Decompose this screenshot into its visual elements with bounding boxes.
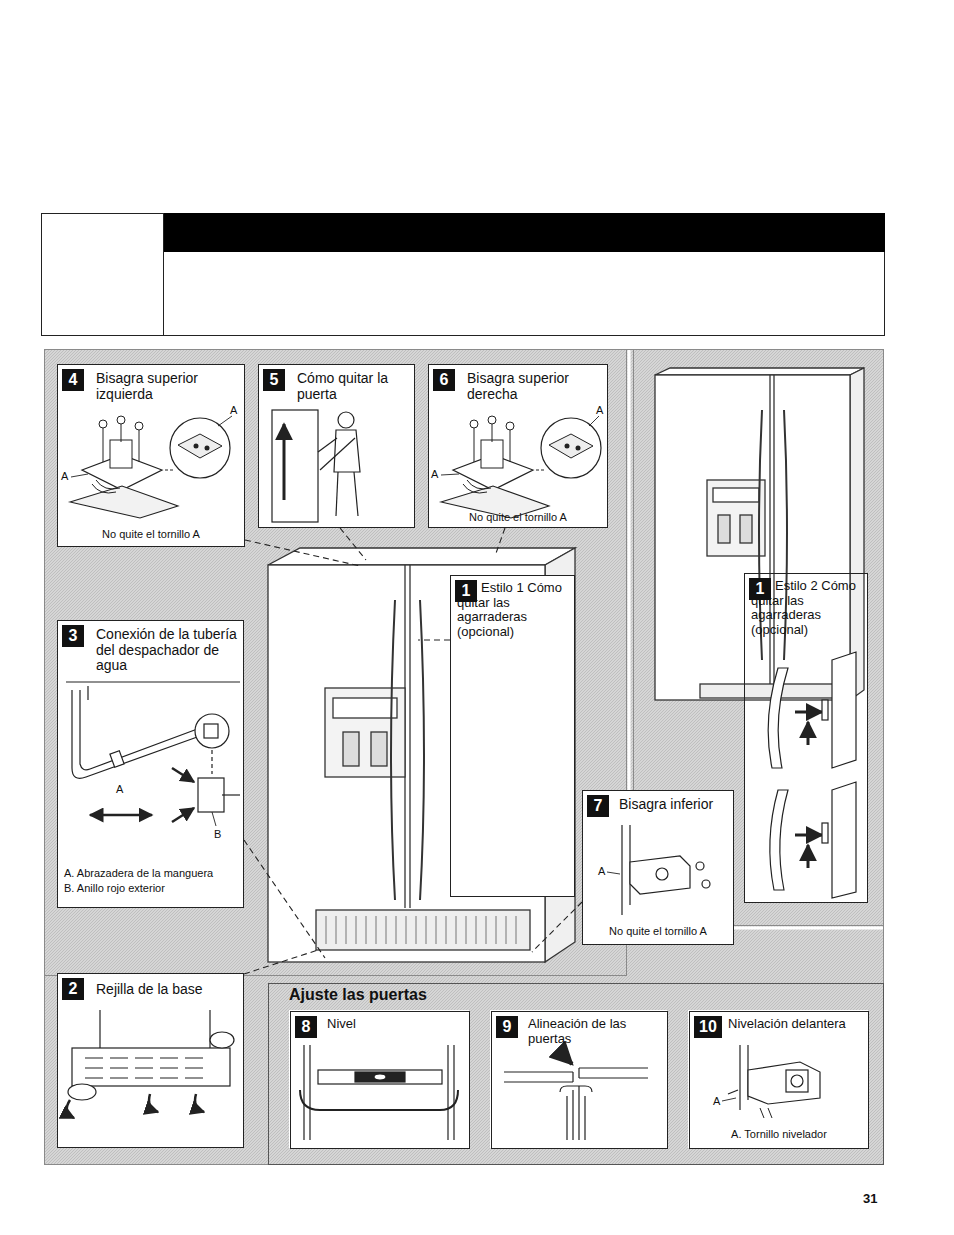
step-title: Bisagra superior izquierda xyxy=(96,371,238,402)
step-number: 10 xyxy=(694,1016,722,1038)
step-box: 3 Conexión de la tubería del despachador … xyxy=(57,620,244,908)
step-number: 5 xyxy=(263,369,285,391)
step-title: Estilo 1 Cómo quitar las agarraderas (op… xyxy=(457,581,573,639)
step-title: Rejilla de la base xyxy=(96,982,240,998)
part-letter: A xyxy=(713,1096,720,1107)
step-note: No quite el tornillo A xyxy=(62,528,240,540)
step-title: Ajuste las puertas xyxy=(289,986,589,1004)
step-title: Alineación de las puertas xyxy=(528,1017,664,1046)
step-note: B. Anillo rojo exterior xyxy=(64,882,239,894)
step-title: Cómo quitar la puerta xyxy=(297,371,411,402)
step-number: 6 xyxy=(433,369,455,391)
page-number: 31 xyxy=(863,1192,877,1205)
step-box: 8 Nivel xyxy=(290,1011,470,1149)
step-title: Nivelación delantera xyxy=(728,1017,866,1032)
step-box: 6 Bisagra superior derecha No quite el tor… xyxy=(428,364,608,528)
part-letter: A xyxy=(230,405,237,416)
step-box: 2 Rejilla de la base xyxy=(57,973,244,1148)
step-box: 4 Bisagra superior izquierda No quite el t… xyxy=(57,364,245,547)
step-title: Estilo 2 Cómo quitar las agarraderas (op… xyxy=(751,579,866,637)
part-letter: A xyxy=(596,405,603,416)
step-number: 4 xyxy=(62,369,84,391)
step-box: 10 Nivelación delantera A. Tornillo nivela… xyxy=(689,1011,869,1149)
part-letter: B xyxy=(214,829,221,840)
step-number: 7 xyxy=(587,795,609,817)
part-letter: A xyxy=(116,784,123,795)
part-letter: A xyxy=(598,866,605,877)
step-title: Nivel xyxy=(327,1017,465,1032)
step-box: 5 Cómo quitar la puerta xyxy=(258,364,415,528)
step-number: 3 xyxy=(62,625,84,647)
adjust-panel: Ajuste las puertas 8 Nivel 9 Alineación de l… xyxy=(268,983,884,1165)
part-letter: A xyxy=(61,471,68,482)
step-box: 1Estilo 1 Cómo quitar las agarraderas (o… xyxy=(450,575,575,897)
step-number: 2 xyxy=(62,978,84,1000)
step-note: A. Abrazadera de la manguera xyxy=(64,867,239,879)
step-note: No quite el tornillo A xyxy=(587,925,729,937)
step-note: A. Tornillo nivelador xyxy=(694,1128,864,1140)
step-title: Bisagra inferior xyxy=(619,797,731,813)
step-box: 1Estilo 2 Cómo quitar las agarraderas (o… xyxy=(744,573,868,903)
step-title: Conexión de la tubería del despachador d… xyxy=(96,627,240,674)
step-number: 9 xyxy=(496,1016,518,1038)
part-letter: A xyxy=(431,469,438,480)
step-box: 9 Alineación de las puertas xyxy=(491,1011,668,1149)
step-note: No quite el tornillo A xyxy=(433,511,603,523)
step-title: Bisagra superior derecha xyxy=(467,371,603,402)
step-number: 8 xyxy=(295,1016,317,1038)
